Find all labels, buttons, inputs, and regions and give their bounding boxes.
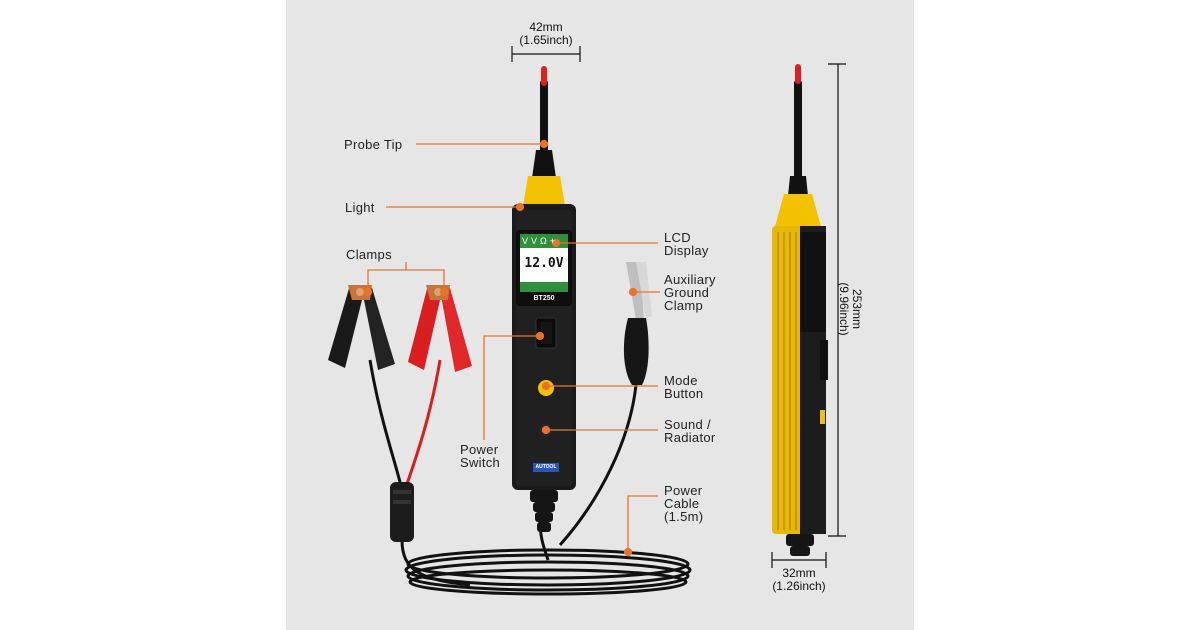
height-side-dimension: 253mm (9.96inch) bbox=[837, 282, 864, 336]
lcd-display: V V Ω + 12.0V bbox=[520, 234, 568, 292]
tester-front bbox=[512, 66, 576, 532]
lcd-reading: 12.0V bbox=[524, 256, 564, 271]
clamps-label: Clamps bbox=[346, 247, 392, 262]
width-top-dimension: 42mm (1.65inch) bbox=[519, 20, 573, 47]
power-switch-label: Power Switch bbox=[460, 442, 501, 470]
dimension-lines bbox=[511, 46, 846, 568]
leader-lines bbox=[363, 139, 660, 557]
lcd-volt-icon-2: V bbox=[531, 236, 538, 246]
lcd-plus-icon: + bbox=[549, 236, 556, 246]
mode-button-label: Mode Button bbox=[664, 373, 704, 401]
lcd-icon-row: V V Ω + bbox=[522, 235, 568, 247]
sound-radiator-label: Sound / Radiator bbox=[664, 417, 716, 445]
lcd-ohm-icon: Ω bbox=[540, 236, 547, 246]
lcd-display-label: LCD Display bbox=[664, 230, 709, 258]
probe-tip-label: Probe Tip bbox=[344, 137, 403, 152]
lcd-volt-icon: V bbox=[522, 236, 529, 246]
clamp-wires bbox=[368, 359, 471, 587]
red-clamp bbox=[408, 285, 472, 372]
black-clamp bbox=[328, 285, 395, 370]
power-cable-label: Power Cable (1.5m) bbox=[664, 483, 704, 524]
brand-logo: AUTOOL bbox=[535, 464, 557, 470]
light-label: Light bbox=[345, 200, 375, 215]
tester-side bbox=[772, 64, 828, 556]
aux-ground-clamp-label: Auxiliary Ground Clamp bbox=[664, 272, 716, 313]
wire-joiner bbox=[390, 482, 414, 542]
width-side-dimension: 32mm (1.26inch) bbox=[772, 566, 826, 593]
model-label: BT250 bbox=[533, 295, 555, 302]
